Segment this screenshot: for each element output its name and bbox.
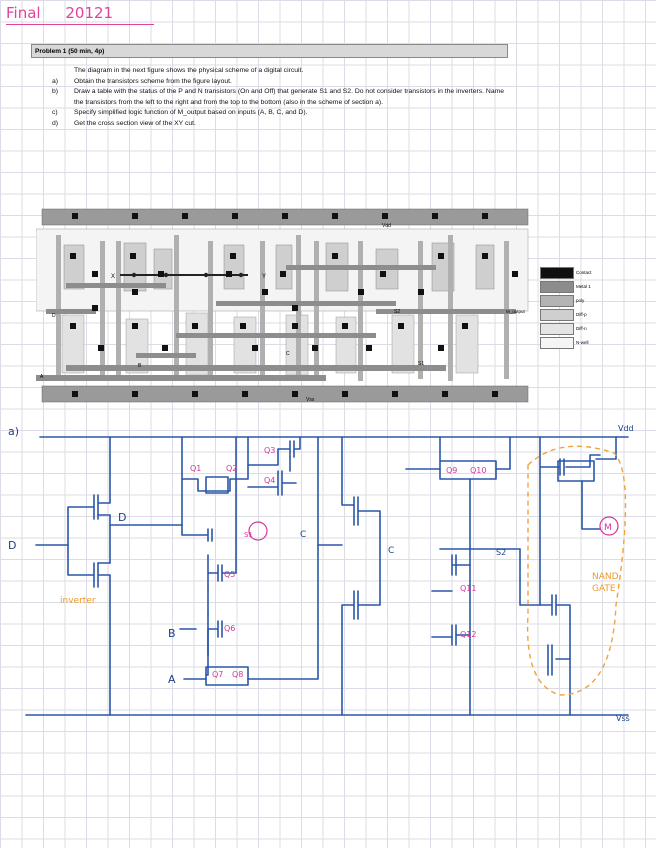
legend-item: N-well [540,337,602,350]
contacts [70,213,518,397]
label-q11: Q11 [460,584,476,593]
schem-cbar-label: C [300,530,306,540]
layout-a-label: A [40,374,44,380]
label-q6: Q6 [224,624,235,633]
legend-item: Diff-p [540,309,602,322]
layout-c-label: C [286,351,290,357]
header-note: Final 20121 [6,4,133,22]
schem-a-label: A [168,673,176,686]
label-q10: Q10 [470,466,486,475]
schem-vdd-label: Vdd [618,424,634,433]
nand-label-2: GATE [592,584,616,594]
layout-x-label: X [111,274,115,280]
layout-y-label: Y [262,274,266,280]
nand-label-1: NAND [592,572,619,582]
layout-s2-label: S2 [394,309,400,315]
schem-vss-label: Vss [616,714,630,723]
q1q2-pair [205,476,229,494]
problem-title-bar: Problem 1 (50 min, 4p) [31,44,508,58]
problem-intro: The diagram in the next figure shows the… [74,67,304,74]
label-q8: Q8 [232,670,243,679]
layout-vss-label: Vss [306,397,315,403]
inverter-label: inverter [60,596,96,606]
label-q12: Q12 [460,630,476,639]
problem-item-b: b)Draw a table with the status of the P … [52,88,505,106]
schem-dbar-label: D [118,511,126,524]
label-q5: Q5 [224,570,235,579]
nand-gate-border [526,445,627,696]
layout-moutput-label: M_output [506,309,526,314]
schem-d-label: D [8,539,16,552]
legend-item: Diff-n [540,323,602,336]
legend-item: poly [540,295,602,308]
section-a-label: a) [8,425,19,438]
layout-vdd-label: Vdd [382,223,391,229]
transistor-schematic: Q1 Q2 Q3 Q4 Q5 Q6 Q7 Q8 Q9 Q10 Q11 Q12 i… [8,424,634,723]
problem-item-a: a)Obtain the transistors scheme from the… [52,77,232,85]
header-word: Final [6,4,41,22]
schem-s1-node: S1 [244,531,253,539]
layout-s1-label: S1 [418,361,424,367]
header-underline [6,24,154,25]
label-q2: Q2 [226,464,237,473]
layout-b-label: B [138,363,142,369]
layout-legend: Contact Metal 1 poly Diff-p Diff-n N-wel… [540,267,602,351]
n-diffusions [61,312,479,376]
schem-b-label: B [168,627,176,640]
problem-text: The diagram in the next figure shows the… [52,66,512,129]
label-q1: Q1 [190,464,201,473]
label-q3: Q3 [264,446,275,455]
problem-item-d: d)Get the cross section view of the XY c… [52,119,196,127]
schem-m-node: M [604,523,612,533]
vss-rail [41,385,529,403]
problem-item-c: c)Specify simplified logic function of M… [52,109,308,116]
metal1-lines [36,265,516,381]
label-q4: Q4 [264,476,275,485]
schem-c-label: C [388,546,394,556]
legend-item: Metal 1 [540,281,602,294]
header-year: 20121 [65,4,114,22]
layout-d-label: D [52,313,56,319]
label-q7: Q7 [212,670,223,679]
legend-item: Contact [540,267,602,280]
layout-figure: Vdd Vss X Y D A B C S1 S2 M_output [36,208,529,403]
schem-s2-label: S2 [496,548,506,557]
problem-title: Problem 1 (50 min, 4p) [35,48,105,55]
label-q9: Q9 [446,466,457,475]
